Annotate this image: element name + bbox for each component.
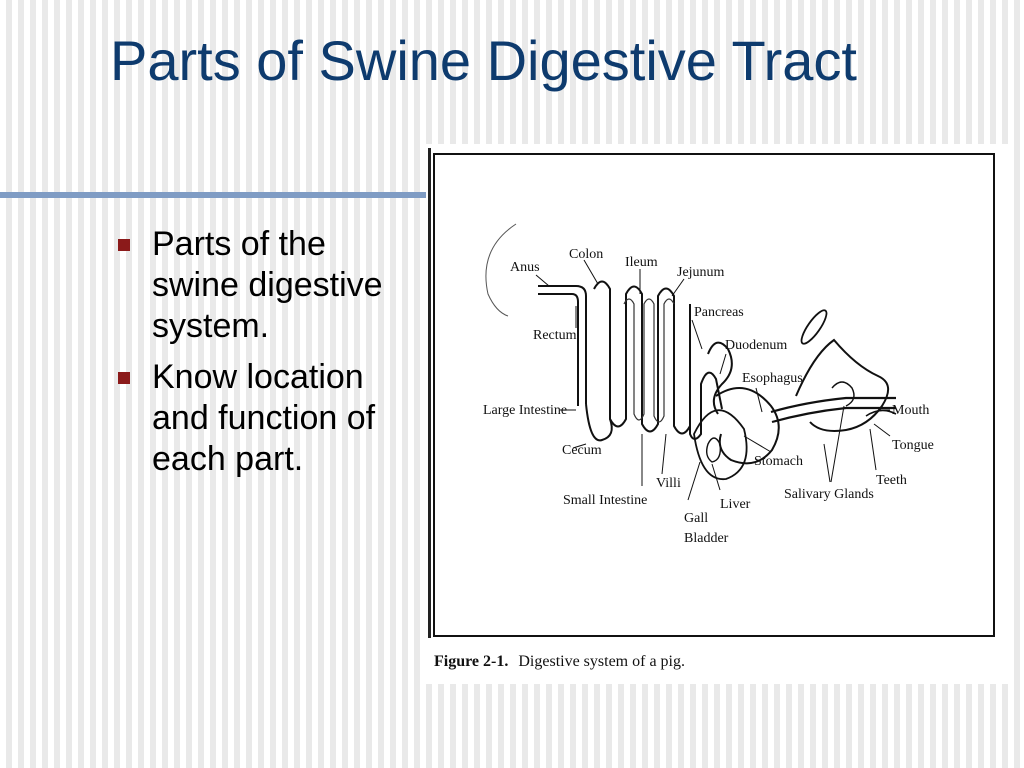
- head-outline: [795, 338, 889, 432]
- label-cecum: Cecum: [562, 443, 602, 458]
- caption-text: Digestive system of a pig.: [518, 653, 685, 670]
- label-colon: Colon: [569, 247, 603, 262]
- bullet-item: Parts of the swine digestive system.: [112, 224, 412, 347]
- slide-title: Parts of Swine Digestive Tract: [110, 29, 857, 92]
- ileum-tube: [689, 304, 723, 440]
- ear: [800, 309, 828, 345]
- label-esophagus: Esophagus: [742, 371, 803, 386]
- colon-coils: [593, 280, 691, 435]
- bullet-square-icon: [118, 239, 130, 251]
- figure-frame: [433, 153, 995, 637]
- gall-bladder: [705, 437, 722, 463]
- label-bladder: Bladder: [684, 531, 729, 546]
- duodenum: [707, 341, 733, 415]
- digestive-system-figure: Anus Colon Ileum Jejunum Pancreas Rectum…: [426, 144, 1012, 684]
- rectum-tube: [538, 285, 587, 404]
- label-teeth: Teeth: [876, 473, 907, 488]
- label-large-intestine: Large Intestine: [483, 403, 567, 418]
- label-jejunum: Jejunum: [677, 265, 725, 280]
- caption-label: Figure 2-1.: [434, 653, 508, 670]
- label-duodenum: Duodenum: [725, 338, 787, 353]
- pig-outline: [485, 223, 517, 317]
- label-anus: Anus: [510, 260, 540, 275]
- stomach: [715, 387, 780, 465]
- label-gall: Gall: [684, 511, 708, 526]
- salivary-gland-shape: [831, 381, 855, 407]
- label-stomach: Stomach: [754, 454, 803, 469]
- leader-lines: [535, 259, 891, 501]
- small-intestine-coils: [623, 298, 675, 423]
- bullet-text: Know location and function of each part.: [152, 358, 376, 478]
- label-liver: Liver: [720, 497, 751, 512]
- rectum-tube-inner: [538, 293, 579, 406]
- esophagus-lower: [771, 406, 896, 424]
- label-pancreas: Pancreas: [694, 305, 744, 320]
- label-tongue: Tongue: [892, 438, 934, 453]
- esophagus: [770, 396, 896, 414]
- label-salivary-glands: Salivary Glands: [784, 487, 874, 502]
- figure-caption: Figure 2-1. Digestive system of a pig.: [434, 653, 685, 670]
- title-divider: [0, 192, 430, 198]
- scan-edge: [428, 148, 431, 638]
- label-ileum: Ileum: [625, 255, 658, 270]
- colon-loop: [585, 403, 613, 442]
- bullet-item: Know location and function of each part.: [112, 357, 412, 480]
- bullet-text: Parts of the swine digestive system.: [152, 225, 383, 345]
- label-mouth: Mouth: [892, 403, 929, 418]
- label-rectum: Rectum: [533, 328, 577, 343]
- label-small-intestine: Small Intestine: [563, 493, 647, 508]
- liver: [693, 409, 748, 480]
- bullet-list: Parts of the swine digestive system. Kno…: [112, 224, 412, 490]
- label-villi: Villi: [656, 476, 681, 491]
- digestive-diagram: Anus Colon Ileum Jejunum Pancreas Rectum…: [428, 148, 995, 670]
- bullet-square-icon: [118, 372, 130, 384]
